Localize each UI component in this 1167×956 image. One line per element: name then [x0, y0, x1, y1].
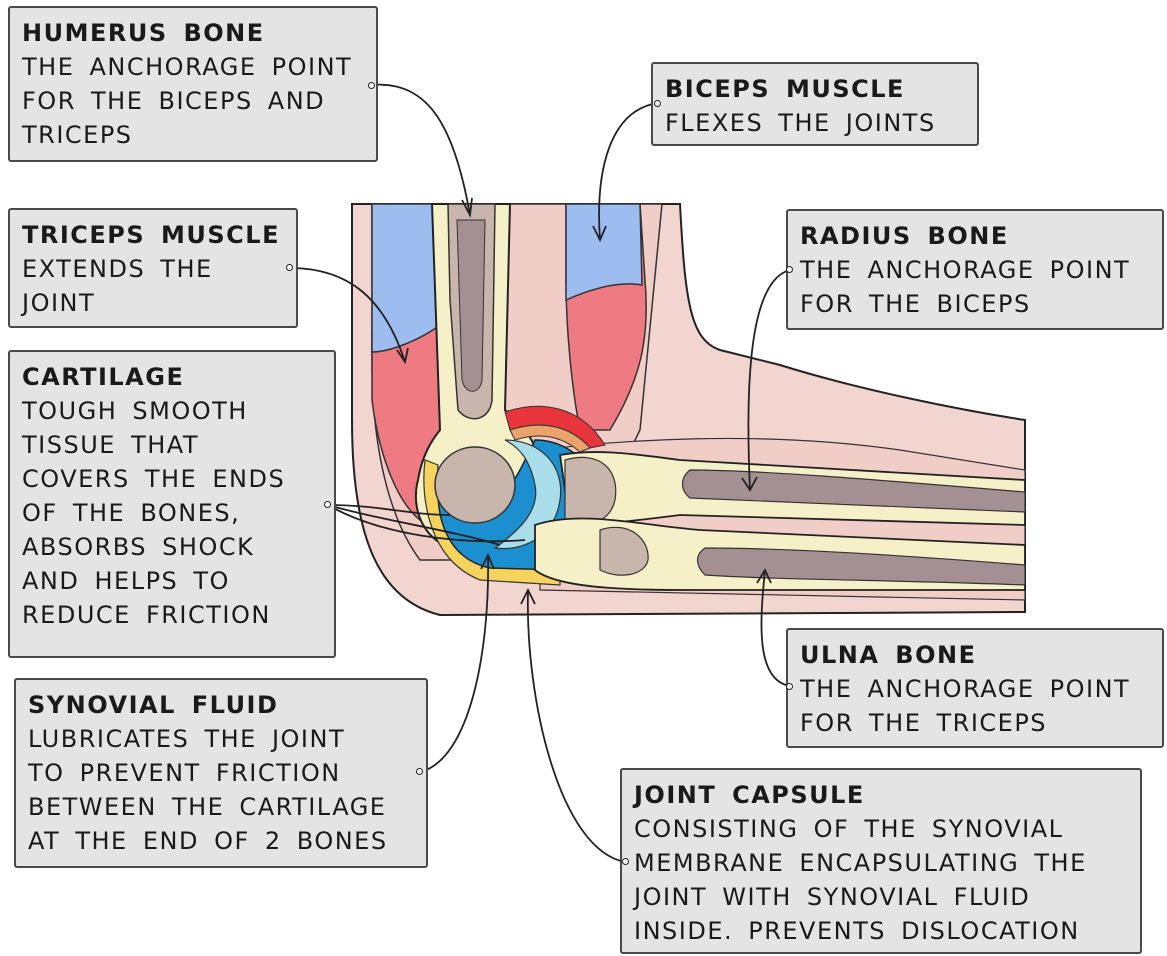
label-synovial-fluid: SYNOVIAL FLUID LUBRICATES THE JOINT TO P…: [14, 678, 428, 868]
label-ulna-text: THE ANCHORAGE POINT FOR THE TRICEPS: [800, 672, 1152, 740]
label-triceps: TRICEPS MUSCLE EXTENDS THE JOINT: [8, 208, 298, 328]
label-triceps-text: EXTENDS THE JOINT: [22, 252, 286, 320]
anchor-ulna: [786, 683, 793, 690]
label-biceps-text: FLEXES THE JOINTS: [665, 106, 967, 140]
humerus-head: [435, 447, 515, 523]
anchor-synovial-fluid: [416, 768, 423, 775]
triceps-tendon: [372, 204, 440, 352]
radius-head: [565, 457, 616, 524]
label-cartilage-title: CARTILAGE: [22, 360, 324, 394]
label-humerus-title: HUMERUS BONE: [22, 16, 366, 50]
pointer-humerus: [372, 85, 470, 215]
anchor-joint-capsule: [622, 858, 629, 865]
label-biceps: BICEPS MUSCLE FLEXES THE JOINTS: [651, 62, 979, 146]
label-radius-text: THE ANCHORAGE POINT FOR THE BICEPS: [800, 253, 1152, 321]
label-triceps-title: TRICEPS MUSCLE: [22, 218, 286, 252]
label-ulna: ULNA BONE THE ANCHORAGE POINT FOR THE TR…: [786, 628, 1164, 748]
label-synovial-fluid-text: LUBRICATES THE JOINT TO PREVENT FRICTION…: [28, 722, 416, 858]
label-humerus: HUMERUS BONE THE ANCHORAGE POINT FOR THE…: [8, 6, 378, 162]
label-radius: RADIUS BONE THE ANCHORAGE POINT FOR THE …: [786, 209, 1164, 330]
label-joint-capsule-title: JOINT CAPSULE: [634, 778, 1130, 812]
label-joint-capsule-text: CONSISTING OF THE SYNOVIAL MEMBRANE ENCA…: [634, 812, 1130, 948]
anchor-biceps: [654, 100, 661, 107]
anchor-radius: [786, 266, 793, 273]
label-synovial-fluid-title: SYNOVIAL FLUID: [28, 688, 416, 722]
label-cartilage: CARTILAGE TOUGH SMOOTH TISSUE THAT COVER…: [8, 350, 336, 658]
anchor-humerus: [368, 82, 375, 89]
label-cartilage-text: TOUGH SMOOTH TISSUE THAT COVERS THE ENDS…: [22, 394, 324, 632]
anchor-cartilage: [324, 501, 331, 508]
humerus-marrow: [457, 220, 485, 391]
label-humerus-text: THE ANCHORAGE POINT FOR THE BICEPS AND T…: [22, 50, 366, 152]
label-ulna-title: ULNA BONE: [800, 638, 1152, 672]
label-joint-capsule: JOINT CAPSULE CONSISTING OF THE SYNOVIAL…: [620, 768, 1142, 954]
anchor-triceps: [286, 264, 293, 271]
label-radius-title: RADIUS BONE: [800, 219, 1152, 253]
pointer-joint-capsule: [528, 590, 625, 862]
label-biceps-title: BICEPS MUSCLE: [665, 72, 967, 106]
